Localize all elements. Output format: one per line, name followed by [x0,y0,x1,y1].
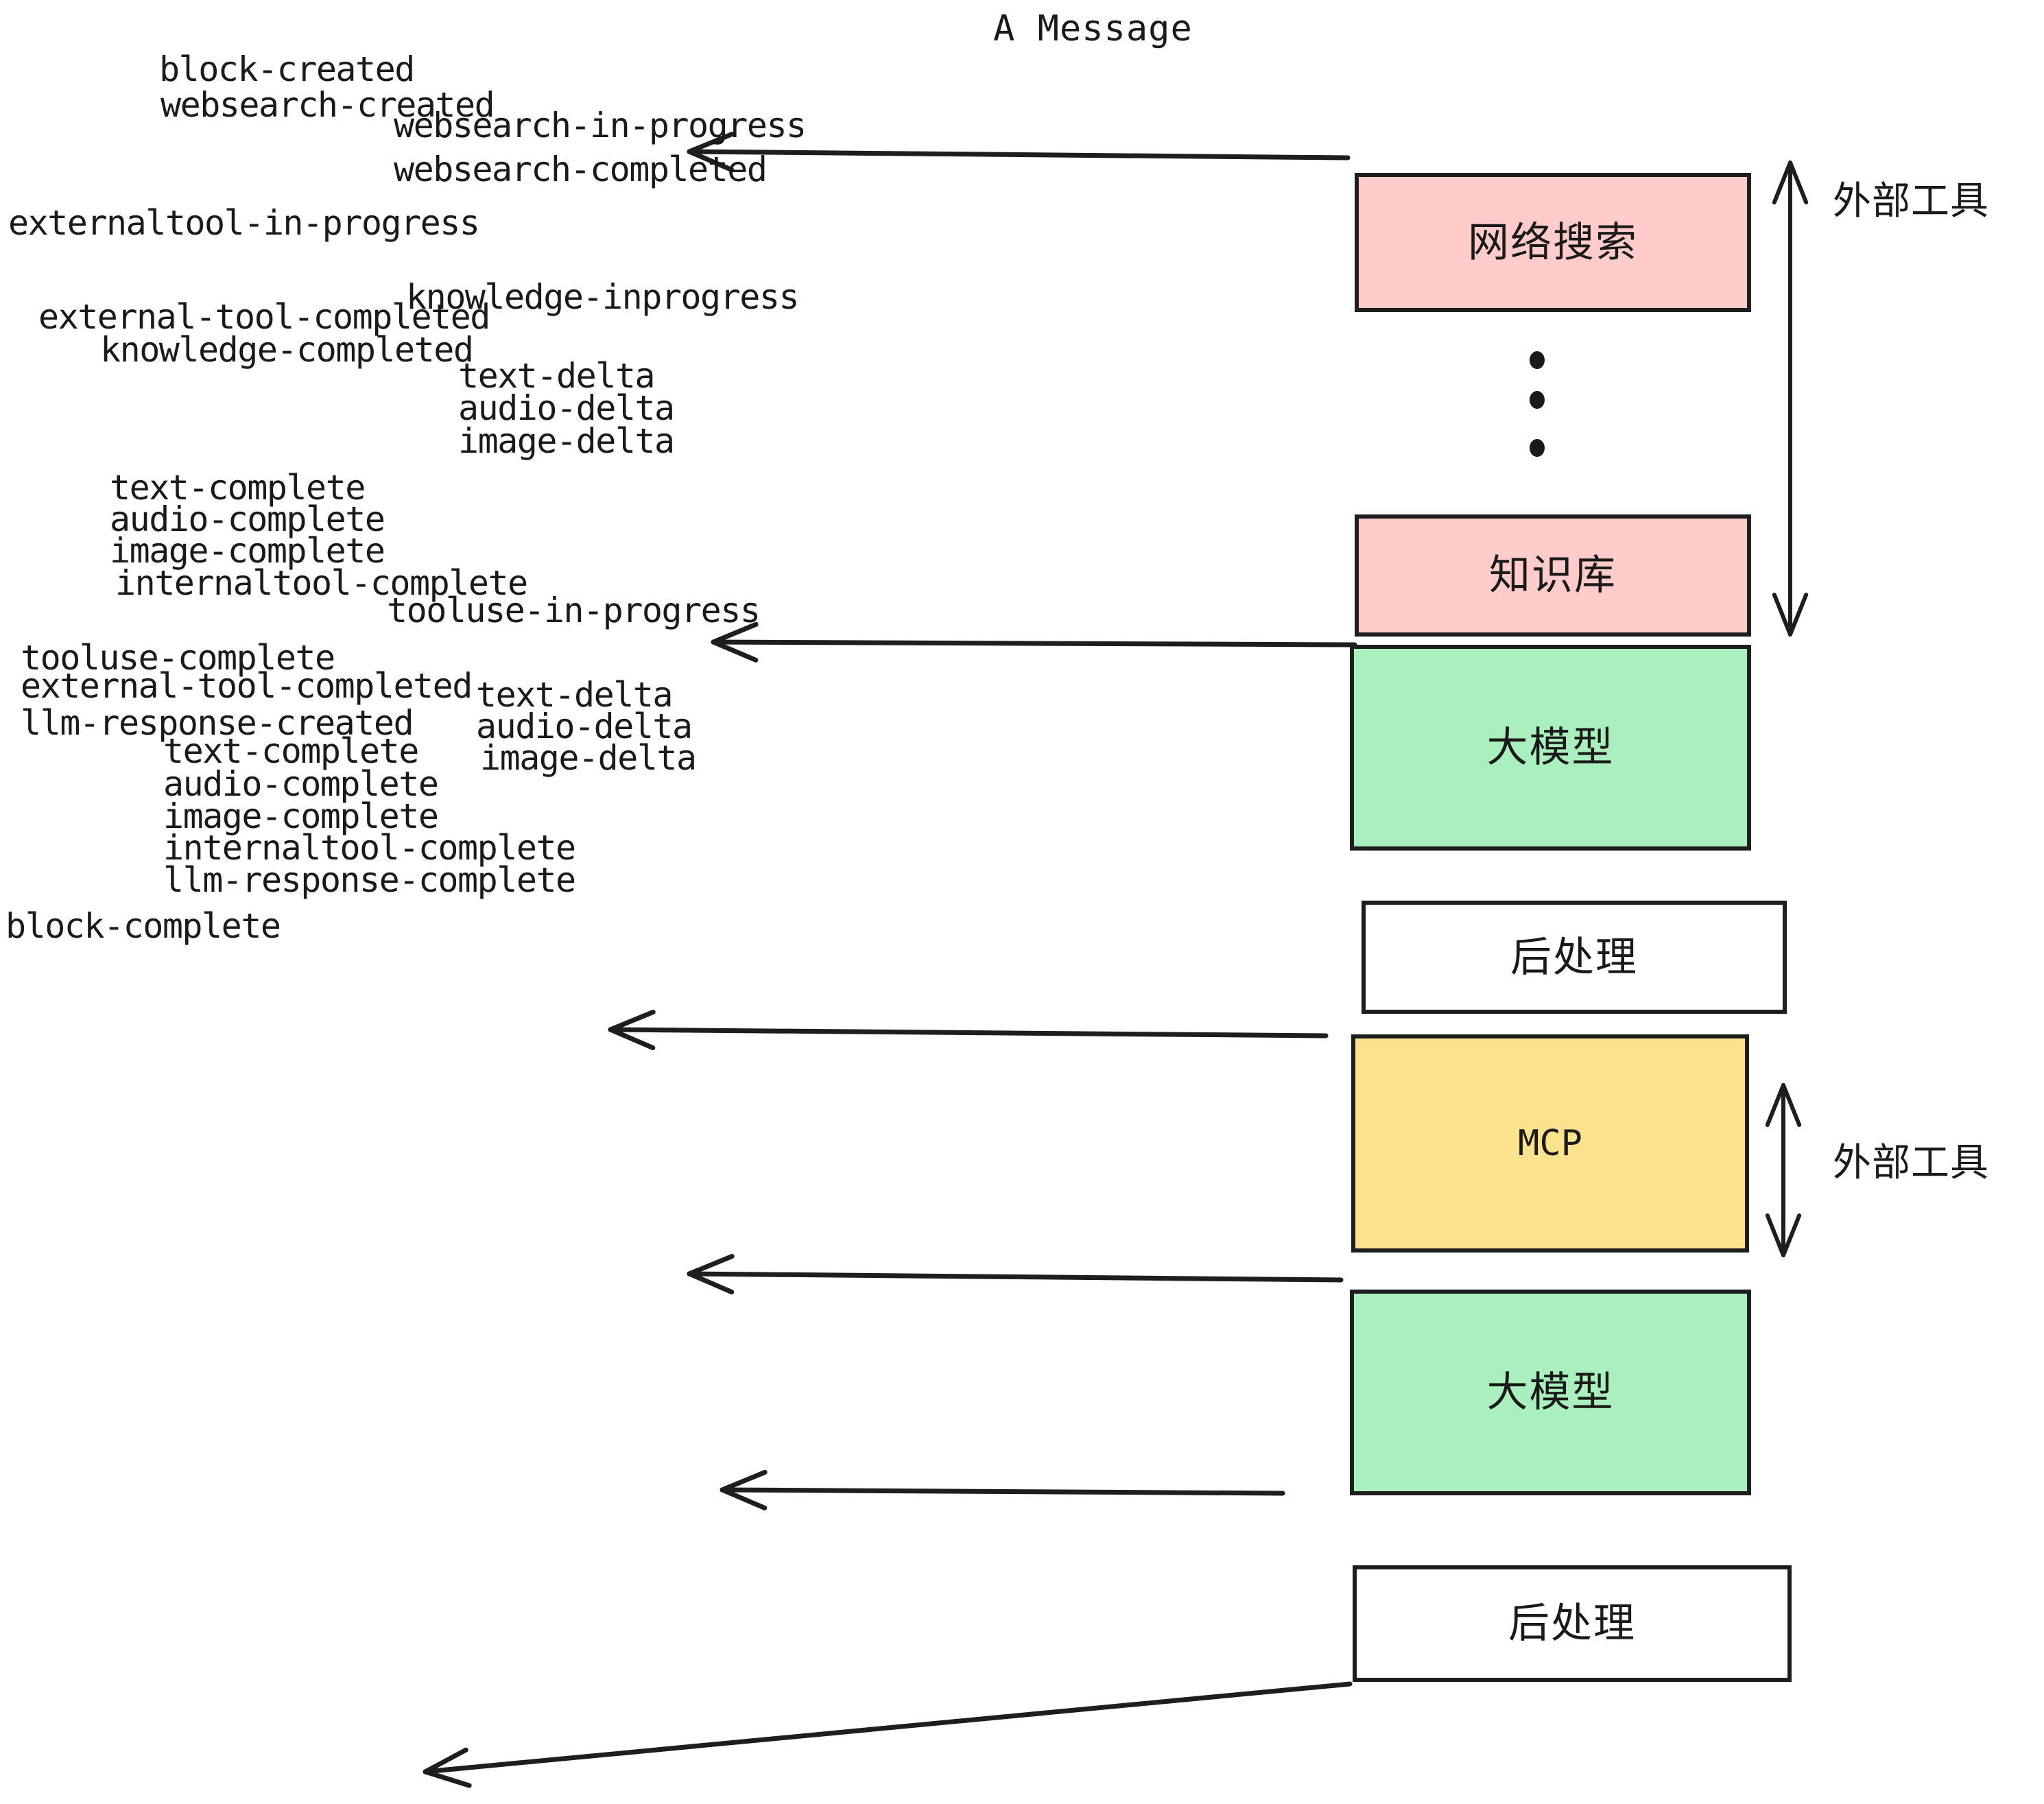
event-label-text-complete: text-complete [163,731,419,771]
page-title: A Message [993,8,1193,49]
event-label-text-delta: text-delta [476,675,674,715]
event-label-websearch-created: websearch-created [161,85,495,125]
node-box-postprocess-2: 后处理 [1353,1565,1792,1682]
event-label-block-created: block-created [159,49,415,89]
event-label-image-complete: image-complete [163,796,439,836]
event-label-audio-complete: audio-complete [110,499,385,539]
event-label-internaltool-complete: internaltool-complete [163,828,576,868]
event-label-text-complete: text-complete [110,468,366,508]
node-box-knowledge-base: 知识库 [1355,514,1751,637]
event-label-block-complete: block-complete [5,906,281,946]
llm-output-arrow [608,1009,1329,1051]
event-label-image-delta: image-delta [480,738,697,778]
node-label: 后处理 [1508,1600,1636,1646]
llm2-output-arrow [720,1469,1285,1510]
event-label-websearch-in-progress: websearch-in-progress [394,106,807,145]
group-label-external-tool-1: 外部工具 [1833,179,1989,222]
node-box-postprocess-1: 后处理 [1362,901,1787,1014]
ellipsis-dot-3 [1530,439,1545,457]
external-tool-bracket-top [1772,161,1809,637]
node-label: 知识库 [1489,552,1617,598]
event-label-audio-delta: audio-delta [476,707,693,746]
node-box-websearch: 网络搜索 [1355,173,1751,312]
node-box-llm-2: 大模型 [1350,1290,1751,1495]
ellipsis-dot-1 [1530,351,1545,369]
event-label-internaltool-complete: internaltool-complete [115,563,528,603]
event-label-knowledge-inprogress: knowledge-inprogress [406,277,800,317]
event-label-audio-complete: audio-complete [163,764,439,804]
knowledge-result-arrow [711,621,1357,663]
event-label-text-delta: text-delta [458,356,656,396]
group-label-external-tool-2: 外部工具 [1833,1141,1989,1184]
node-box-mcp: MCP [1351,1034,1749,1253]
node-label: 大模型 [1486,724,1615,770]
event-label-image-delta: image-delta [458,421,675,461]
event-label-llm-response-created: llm-response-created [21,703,414,743]
event-label-tooluse-in-progress: tooluse-in-progress [387,591,761,630]
event-label-external-tool-completed: external-tool-completed [38,297,490,337]
node-label: 大模型 [1486,1369,1615,1415]
event-label-tooluse-complete: tooluse-complete [21,638,335,678]
event-label-external-tool-completed: external-tool-completed [21,666,473,706]
event-label-image-complete: image-complete [110,531,385,571]
node-label: 后处理 [1510,934,1638,980]
event-label-knowledge-completed: knowledge-completed [100,330,474,370]
event-label-externaltool-in-progress: externaltool-in-progress [8,203,480,243]
event-label-llm-response-complete: llm-response-complete [163,860,576,900]
node-label: MCP [1518,1123,1582,1164]
external-tool-bracket-bottom [1765,1083,1802,1257]
postprocess-block-arrow [423,1681,1353,1788]
node-label: 网络搜索 [1468,219,1638,265]
event-label-audio-delta: audio-delta [458,388,675,428]
node-box-llm-1: 大模型 [1350,645,1751,851]
ellipsis-dot-2 [1530,391,1545,409]
mcp-result-arrow [687,1254,1344,1295]
event-label-websearch-completed: websearch-completed [394,150,768,189]
